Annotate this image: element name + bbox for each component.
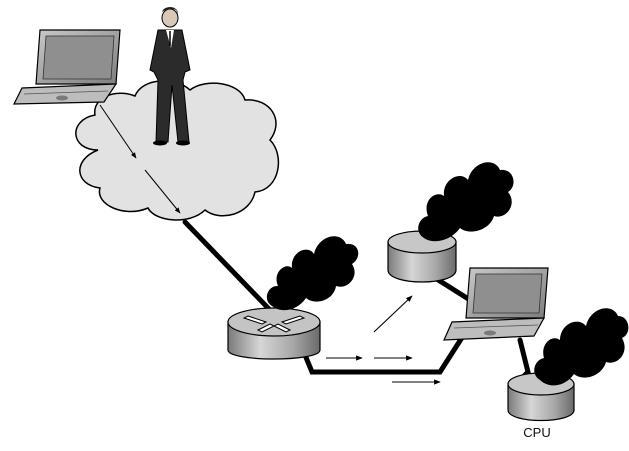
person-icon [149,6,191,146]
arrow-icon [99,104,137,159]
arrow-icon [144,169,181,214]
arrow-icon [373,295,413,333]
cloud-icon [75,80,280,221]
server-cylinder-icon-cpu [507,372,575,422]
link-cloud-router [182,219,273,313]
smoke-plume-icon-cpu [534,308,629,386]
cloud-flow-arrows [99,104,181,214]
flow-arrows [326,295,441,385]
laptop-icon-top-left [13,29,121,105]
smoke-plume-icon-router [266,236,359,311]
router-icon [227,307,321,360]
laptop-icon-right [443,267,549,341]
cpu-label: CPU [523,425,551,440]
link-router-cpu [302,333,466,375]
smoke-plume-icon-top [418,162,514,242]
